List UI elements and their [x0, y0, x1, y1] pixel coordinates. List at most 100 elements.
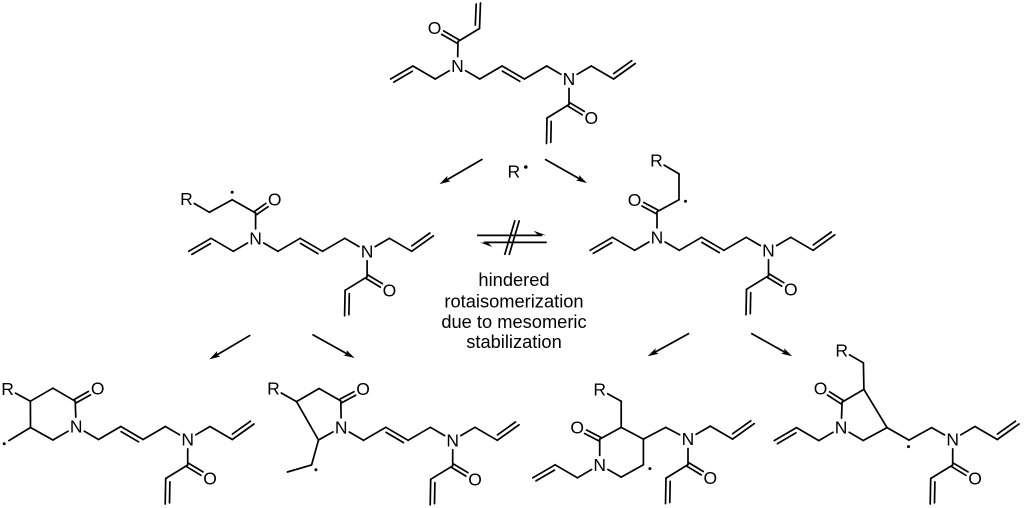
bond — [362, 426, 387, 442]
bond — [164, 425, 181, 436]
bond — [641, 205, 657, 215]
atom-label-R: R — [835, 340, 848, 360]
atom-label-O: O — [91, 379, 105, 399]
bond — [73, 390, 90, 401]
bond — [185, 465, 202, 477]
bond — [664, 241, 681, 252]
bond — [826, 394, 842, 405]
atom-label-O: O — [703, 468, 717, 488]
bond — [531, 463, 556, 479]
bond — [210, 237, 235, 253]
bond — [187, 462, 204, 473]
bond — [29, 426, 54, 441]
bond — [952, 462, 969, 473]
bond — [535, 469, 556, 482]
bond — [695, 425, 712, 436]
bond — [339, 390, 355, 400]
bond — [459, 426, 476, 437]
bond — [255, 205, 269, 216]
arrow-shaft — [750, 332, 788, 355]
bond — [665, 463, 689, 479]
bond — [598, 426, 623, 440]
atom-label-O: O — [814, 378, 828, 398]
reaction-arrow — [209, 334, 251, 360]
bond — [664, 426, 681, 436]
bond — [429, 464, 454, 481]
bond — [633, 241, 650, 252]
arrowhead — [209, 351, 221, 360]
arrowhead — [575, 174, 587, 184]
bond — [620, 463, 645, 478]
bond — [429, 426, 446, 437]
bond — [862, 426, 888, 442]
arrowhead — [647, 348, 659, 357]
bond — [474, 426, 499, 442]
bond — [567, 105, 584, 116]
bond — [478, 2, 482, 30]
arrow-shaft — [444, 158, 483, 182]
atom-label-N: N — [563, 69, 576, 89]
arrow-shaft — [544, 158, 583, 181]
atom-label-N: N — [361, 241, 374, 261]
atom-label-N: N — [181, 430, 194, 450]
bond — [340, 394, 357, 404]
atom-label-N: N — [835, 418, 848, 438]
bond — [262, 242, 279, 253]
atom-label-R: R — [180, 189, 193, 209]
bond — [343, 289, 346, 317]
atom-label-O: O — [570, 417, 584, 437]
bond — [768, 273, 785, 284]
bond — [97, 425, 122, 441]
atom-label-O: O — [356, 379, 370, 399]
bond — [817, 431, 834, 442]
bond — [429, 478, 432, 506]
reaction-arrow — [750, 332, 793, 357]
bond — [862, 362, 865, 391]
bond — [478, 65, 503, 80]
bond — [501, 70, 521, 83]
bond — [412, 65, 437, 80]
bond — [208, 198, 234, 214]
radical-dot — [524, 165, 528, 169]
bond — [318, 387, 342, 402]
bond — [344, 275, 368, 292]
arrowhead — [343, 349, 355, 358]
bond — [886, 426, 910, 441]
crossed-out-slash — [508, 219, 521, 256]
bond — [745, 288, 748, 316]
bond — [812, 231, 833, 246]
atom-label-O: O — [383, 280, 397, 300]
bond — [766, 276, 783, 287]
bond — [606, 392, 623, 403]
bond — [74, 400, 77, 418]
bond — [374, 237, 391, 248]
bond — [496, 421, 517, 436]
bond — [501, 65, 526, 80]
bond — [929, 464, 954, 480]
bond — [663, 164, 680, 175]
radical-dot — [314, 468, 318, 472]
bond — [959, 425, 976, 436]
bond — [187, 237, 212, 253]
bond — [583, 432, 600, 442]
bond — [410, 234, 435, 253]
hindrance-note-line: hindered — [478, 269, 549, 290]
bond — [442, 30, 460, 41]
bond — [908, 426, 933, 441]
bond — [576, 468, 593, 479]
reaction-arrow — [647, 332, 690, 357]
bond — [321, 237, 346, 253]
atom-label-O: O — [628, 190, 642, 210]
bond — [474, 3, 478, 26]
bond — [545, 117, 548, 145]
bond — [164, 477, 167, 505]
atom-label-O: O — [268, 190, 282, 210]
bond — [388, 237, 413, 253]
bond — [664, 477, 667, 505]
bond — [457, 27, 481, 43]
bond — [119, 425, 144, 441]
bond — [848, 431, 865, 442]
